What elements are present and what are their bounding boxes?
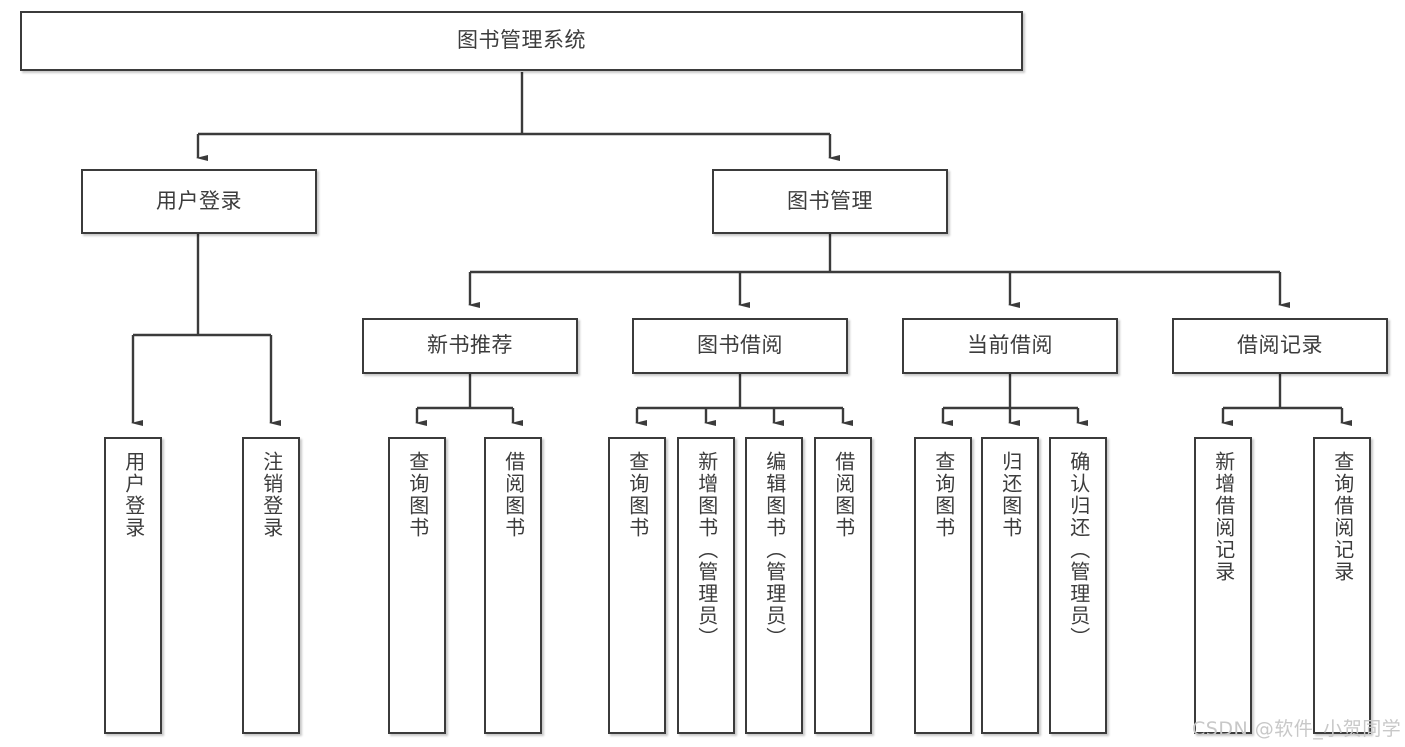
leaf-cb-query-book-label: 查询图书 <box>931 451 956 539</box>
node-user-login-label: 用户登录 <box>156 188 242 213</box>
leaf-bb-add-book-label: 新增图书（管理员） <box>694 451 719 649</box>
leaf-cb-return-book-label: 归还图书 <box>998 451 1023 539</box>
leaf-user-login-label: 用户登录 <box>121 451 146 539</box>
watermark: CSDN @软件_小贺同学 <box>1192 718 1402 740</box>
node-book-management[interactable]: 图书管理 <box>712 169 948 234</box>
leaf-nb-borrow-book[interactable]: 借阅图书 <box>484 437 542 734</box>
leaf-cb-query-book[interactable]: 查询图书 <box>914 437 972 734</box>
leaf-cb-return-book[interactable]: 归还图书 <box>981 437 1039 734</box>
leaf-br-add-record-label: 新增借阅记录 <box>1211 451 1236 583</box>
node-book-borrow-label: 图书借阅 <box>697 333 783 358</box>
leaf-bb-query-book-label: 查询图书 <box>625 451 650 539</box>
node-book-borrow[interactable]: 图书借阅 <box>632 318 848 374</box>
leaf-nb-query-book[interactable]: 查询图书 <box>388 437 446 734</box>
leaf-br-query-record-label: 查询借阅记录 <box>1330 451 1355 583</box>
leaf-bb-edit-book-label: 编辑图书（管理员） <box>762 451 787 649</box>
leaf-cb-confirm-return-label: 确认归还（管理员） <box>1066 451 1091 649</box>
node-new-book-recommend[interactable]: 新书推荐 <box>362 318 578 374</box>
node-borrow-record-label: 借阅记录 <box>1237 333 1323 358</box>
node-root[interactable]: 图书管理系统 <box>20 11 1023 71</box>
leaf-logout-label: 注销登录 <box>259 451 284 539</box>
leaf-logout[interactable]: 注销登录 <box>242 437 300 734</box>
leaf-nb-borrow-book-label: 借阅图书 <box>501 451 526 539</box>
node-root-label: 图书管理系统 <box>457 28 586 53</box>
node-current-borrow-label: 当前借阅 <box>967 333 1053 358</box>
leaf-nb-query-book-label: 查询图书 <box>405 451 430 539</box>
leaf-bb-borrow-book-label: 借阅图书 <box>831 451 856 539</box>
node-current-borrow[interactable]: 当前借阅 <box>902 318 1118 374</box>
node-book-management-label: 图书管理 <box>787 188 873 213</box>
node-borrow-record[interactable]: 借阅记录 <box>1172 318 1388 374</box>
leaf-br-add-record[interactable]: 新增借阅记录 <box>1194 437 1252 734</box>
leaf-bb-edit-book[interactable]: 编辑图书（管理员） <box>745 437 803 734</box>
leaf-user-login[interactable]: 用户登录 <box>104 437 162 734</box>
leaf-bb-query-book[interactable]: 查询图书 <box>608 437 666 734</box>
node-user-login[interactable]: 用户登录 <box>81 169 317 234</box>
leaf-cb-confirm-return[interactable]: 确认归还（管理员） <box>1049 437 1107 734</box>
node-new-book-recommend-label: 新书推荐 <box>427 333 513 358</box>
leaf-bb-add-book[interactable]: 新增图书（管理员） <box>677 437 735 734</box>
leaf-bb-borrow-book[interactable]: 借阅图书 <box>814 437 872 734</box>
leaf-br-query-record[interactable]: 查询借阅记录 <box>1313 437 1371 734</box>
